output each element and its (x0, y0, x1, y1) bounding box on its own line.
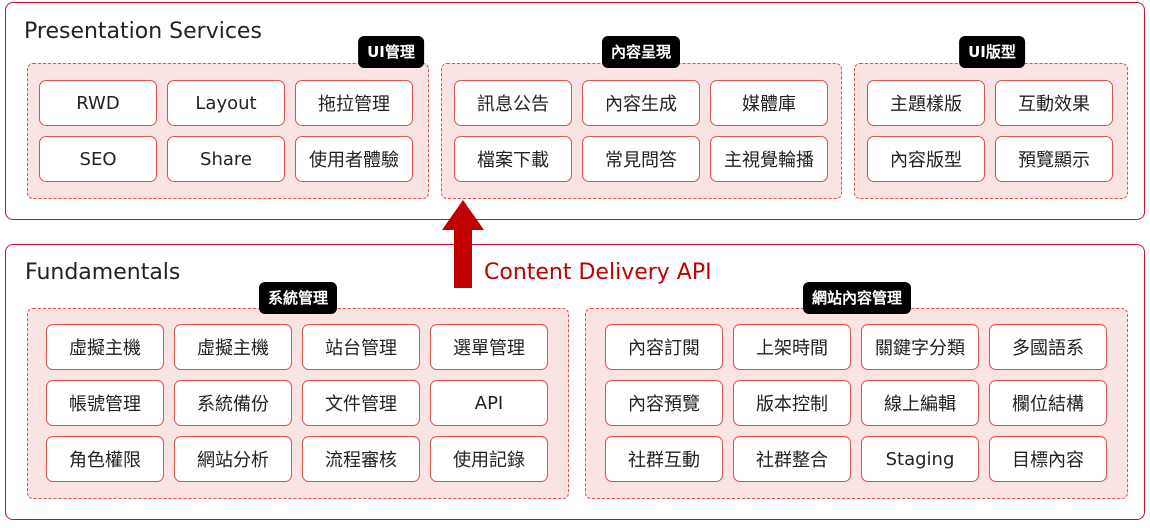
site-content-manage-label: 網站內容管理 (802, 282, 912, 314)
site-content-manage-item: 目標內容 (989, 436, 1107, 482)
system-manage-item: 站台管理 (302, 324, 420, 370)
system-manage-grid: 虛擬主機 虛擬主機 站台管理 選單管理 帳號管理 系統備份 文件管理 API 角… (46, 324, 548, 482)
content-delivery-api-label: Content Delivery API (484, 260, 712, 285)
system-manage-item: 選單管理 (430, 324, 548, 370)
ui-layout-item: 主題樣版 (867, 80, 985, 126)
content-present-item: 媒體庫 (710, 80, 828, 126)
system-manage-item: 使用記錄 (430, 436, 548, 482)
site-content-manage-grid: 內容訂閱 上架時間 關鍵字分類 多國語系 內容預覽 版本控制 線上編輯 欄位結構… (605, 324, 1107, 482)
system-manage-item: 網站分析 (174, 436, 292, 482)
site-content-manage-item: 上架時間 (733, 324, 851, 370)
system-manage-item: 帳號管理 (46, 380, 164, 426)
system-manage-item: 虛擬主機 (46, 324, 164, 370)
content-present-item: 檔案下載 (454, 136, 572, 182)
ui-manage-item: SEO (39, 136, 157, 182)
site-content-manage-item: 多國語系 (989, 324, 1107, 370)
site-content-manage-item: 社群整合 (733, 436, 851, 482)
site-content-manage-item: 內容訂閱 (605, 324, 723, 370)
ui-layout-label: UI版型 (959, 36, 1025, 68)
presentation-services-title: Presentation Services (24, 19, 262, 44)
system-manage-item: API (430, 380, 548, 426)
ui-manage-item: 拖拉管理 (295, 80, 413, 126)
system-manage-item: 文件管理 (302, 380, 420, 426)
site-content-manage-item: Staging (861, 436, 979, 482)
system-manage-item: 系統備份 (174, 380, 292, 426)
content-present-label: 內容呈現 (601, 36, 681, 68)
ui-layout-grid: 主題樣版 互動效果 內容版型 預覽顯示 (867, 80, 1113, 182)
site-content-manage-item: 版本控制 (733, 380, 851, 426)
content-present-item: 內容生成 (582, 80, 700, 126)
site-content-manage-item: 關鍵字分類 (861, 324, 979, 370)
ui-layout-item: 內容版型 (867, 136, 985, 182)
site-content-manage-item: 社群互動 (605, 436, 723, 482)
system-manage-item: 流程審核 (302, 436, 420, 482)
system-manage-label: 系統管理 (258, 282, 338, 314)
ui-manage-label: UI管理 (358, 36, 424, 68)
system-manage-item: 虛擬主機 (174, 324, 292, 370)
content-present-item: 常見問答 (582, 136, 700, 182)
ui-layout-item: 互動效果 (995, 80, 1113, 126)
site-content-manage-item: 欄位結構 (989, 380, 1107, 426)
ui-manage-item: Layout (167, 80, 285, 126)
fundamentals-title: Fundamentals (25, 260, 181, 285)
site-content-manage-item: 內容預覽 (605, 380, 723, 426)
content-present-item: 訊息公告 (454, 80, 572, 126)
content-present-item: 主視覺輪播 (710, 136, 828, 182)
system-manage-item: 角色權限 (46, 436, 164, 482)
ui-manage-grid: RWD Layout 拖拉管理 SEO Share 使用者體驗 (39, 80, 413, 182)
ui-manage-item: Share (167, 136, 285, 182)
ui-manage-item: 使用者體驗 (295, 136, 413, 182)
ui-layout-item: 預覽顯示 (995, 136, 1113, 182)
site-content-manage-item: 線上編輯 (861, 380, 979, 426)
ui-manage-item: RWD (39, 80, 157, 126)
content-present-grid: 訊息公告 內容生成 媒體庫 檔案下載 常見問答 主視覺輪播 (454, 80, 828, 182)
up-arrow-icon (442, 200, 484, 288)
